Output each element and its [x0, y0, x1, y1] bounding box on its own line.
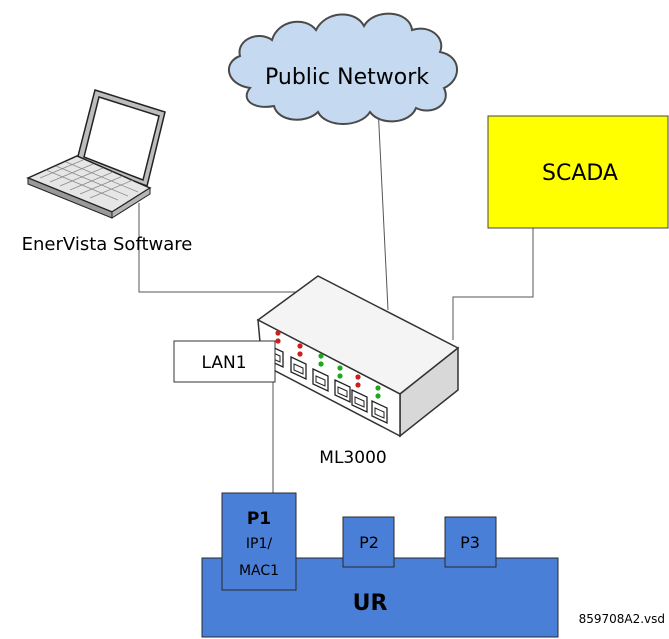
port-p3	[444, 516, 497, 568]
wire-scada-switch	[452, 228, 534, 340]
wire-cloud-switch	[377, 105, 389, 311]
drawing-id: 859708A2.vsd	[579, 612, 665, 626]
port-p2	[342, 516, 395, 568]
public-network-label: Public Network	[265, 65, 429, 90]
switch-label: ML3000	[319, 448, 386, 468]
wire-laptop-switch	[138, 203, 300, 293]
port-p1-title: P1	[247, 509, 271, 529]
scada-label: SCADA	[542, 161, 618, 186]
port-p2-label: P2	[359, 533, 379, 552]
port-p1-ip: IP1/	[246, 536, 272, 552]
ur-label: UR	[353, 591, 388, 616]
switch-leds	[275, 330, 381, 399]
port-p3-label: P3	[460, 533, 480, 552]
laptop-icon	[26, 89, 166, 219]
lan1-box	[173, 340, 276, 383]
ethernet-switch-icon	[256, 275, 460, 438]
lan1-label: LAN1	[201, 353, 246, 373]
software-label: EnerVista Software	[22, 234, 193, 255]
port-p1-mac: MAC1	[239, 563, 279, 579]
cloud-icon	[227, 12, 458, 125]
scada-box	[487, 115, 669, 229]
port-p1	[221, 492, 297, 591]
connections	[138, 105, 534, 493]
